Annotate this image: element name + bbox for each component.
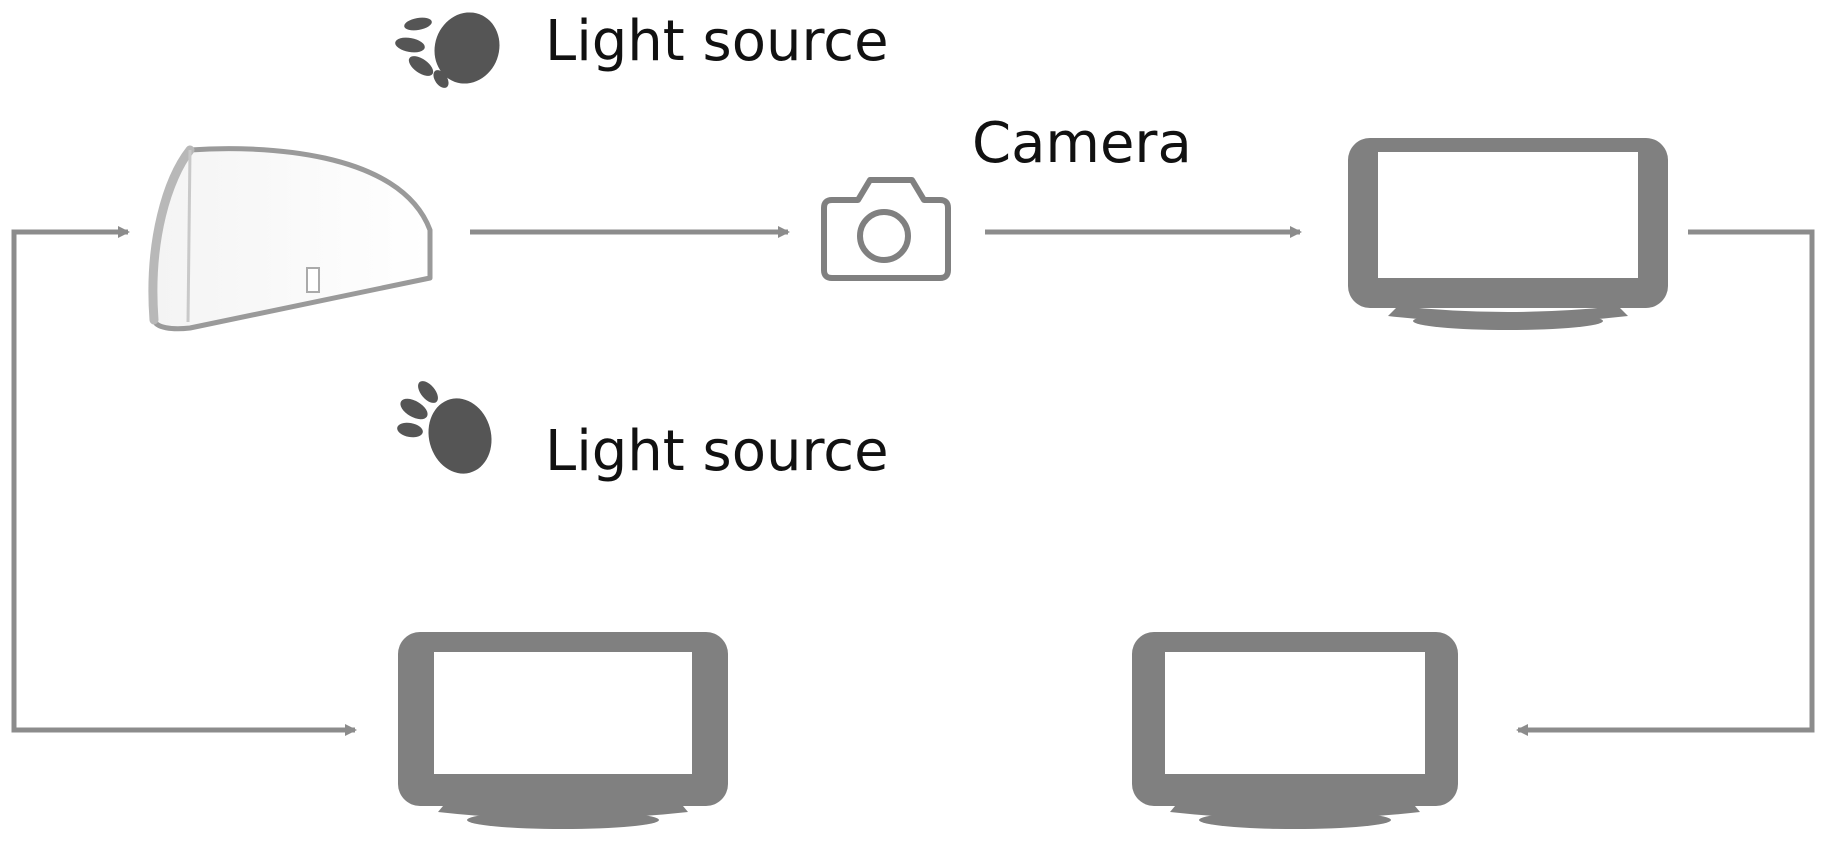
right-loop-connector: [1516, 229, 1815, 736]
monitor-icon: [398, 632, 728, 829]
light-source-icon: [397, 381, 492, 474]
light-source-label-bottom: Light source: [545, 419, 889, 484]
camera-label: Camera: [972, 111, 1192, 176]
light-source-icon: [395, 12, 500, 88]
camera-icon: [821, 177, 951, 281]
dome-light-device-icon: [148, 145, 433, 332]
monitor-icon: [1132, 632, 1458, 829]
monitor-icon: [1348, 138, 1668, 330]
light-source-label-top: Light source: [545, 9, 889, 74]
